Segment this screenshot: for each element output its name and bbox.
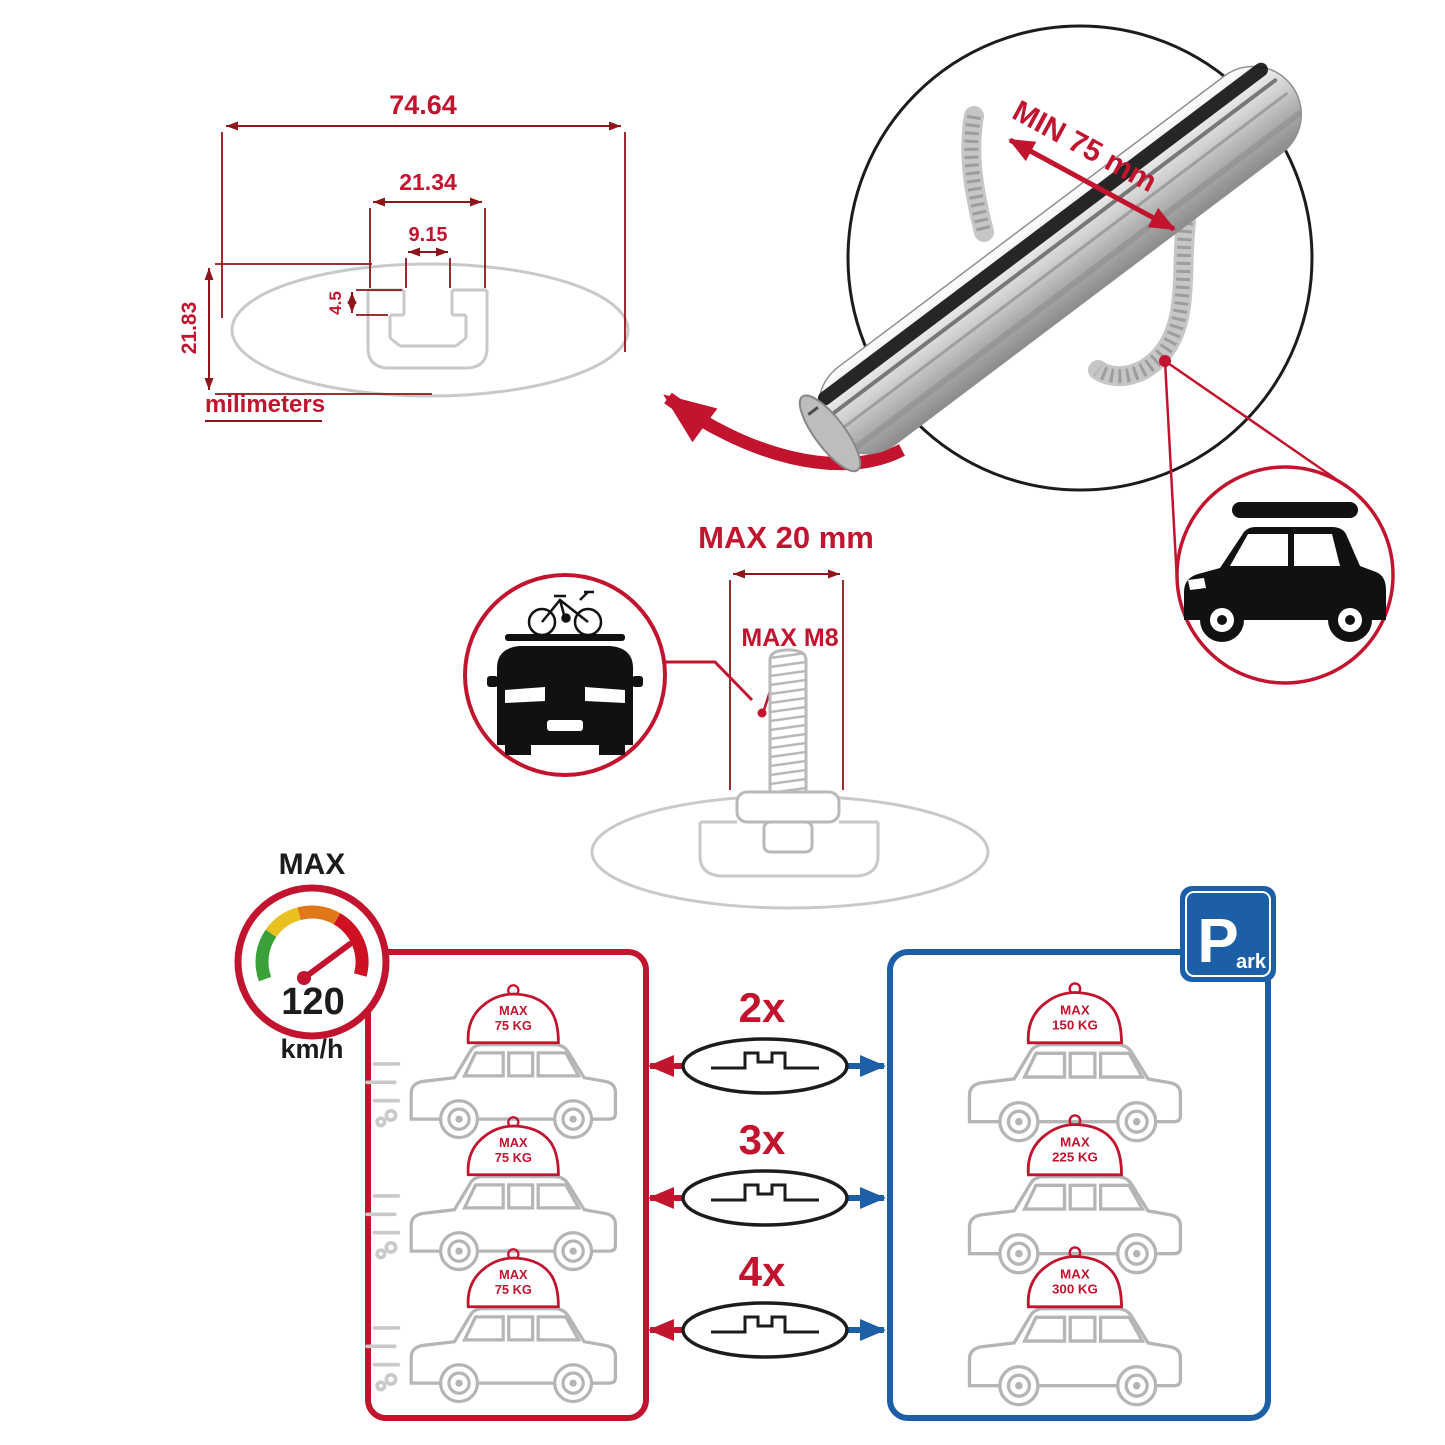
quantity-column: 2x 3x 4x [648,984,886,1359]
count-label: 3x [739,1116,786,1163]
max-thread-label: MAX M8 [741,624,838,652]
quantity-row: 3x [648,1116,886,1227]
car-with-cargo: MAX 75 KG [365,1247,618,1404]
crossbar-section-icon [681,1301,849,1359]
cargo-load-label: 225 KG [1052,1150,1098,1165]
crossbar-section-icon [681,1037,849,1095]
max-width-label: MAX 20 mm [698,520,874,555]
callout-cone-line [1164,359,1347,488]
bar-detail-callout: MIN 75 mm [798,24,1347,582]
speed-max-label: MAX [279,848,346,881]
dim-slot-width-label: 9.15 [409,224,448,246]
leader-dot [757,708,767,718]
threaded-bolt [735,648,841,854]
bolt-detail-diagram: MAX 20 mm MAX M8 [590,520,990,910]
car-front-icon [487,634,643,755]
speedometer: MAX 120 km/h [234,848,390,1064]
cargo-max-label: MAX [1060,1266,1090,1281]
callout-cone-line [1163,360,1179,582]
units-label: milimeters [205,391,325,418]
dim-channel-width-label: 21.34 [399,169,457,195]
gauge-arcs [255,905,369,982]
suv-roofbox-icon [1184,502,1386,642]
crossbar-section-icon [681,1169,849,1227]
dim-slot-depth-label: 4.5 [326,291,345,315]
cargo-load-label: 75 KG [495,1282,532,1297]
car-with-cargo: MAX 75 KG [365,1115,618,1272]
driving-panel: MAX 75 KG MAX 75 KG MAX 75 KG [365,949,649,1421]
count-label: 4x [739,1248,786,1295]
min-clearance-arrow [1008,137,1176,232]
bar-section-ellipse [230,262,630,398]
count-label: 2x [739,984,786,1031]
aluminum-crossbar-photo [798,62,1303,473]
parking-sign-suffix: ark [1236,951,1267,973]
dimension-annotations: 74.64 21.34 9.15 4.5 21.83 milimeters [178,90,626,422]
rubber-strap-right [1088,212,1196,387]
curved-arrow [663,392,905,471]
cargo-load-label: 150 KG [1052,1018,1098,1033]
dim-total-width-label: 74.64 [389,90,457,120]
suv-roofbox-callout [1175,465,1395,685]
car-with-cargo: MAX 300 KG [967,1246,1183,1407]
bar-section-channel-profile [366,288,489,370]
car-with-cargo: MAX 150 KG [967,982,1183,1143]
cross-section-diagram: 74.64 21.34 9.15 4.5 21.83 milimeters [178,90,630,422]
cargo-max-label: MAX [1060,1134,1090,1149]
dim-total-height-label: 21.83 [178,302,201,355]
cargo-load-label: 75 KG [495,1018,532,1033]
cargo-max-label: MAX [499,1135,528,1150]
cargo-max-label: MAX [499,1267,528,1282]
callout-connector [663,660,754,702]
quantity-row: 4x [648,1248,886,1359]
car-with-cargo: MAX 75 KG [365,983,618,1140]
channel-profile [698,820,880,878]
gauge-needle [301,941,353,981]
cargo-load-label: 75 KG [495,1150,532,1165]
parking-sign-letter: P [1197,907,1238,976]
quantity-row: 2x [648,984,886,1095]
speed-value: 120 [281,981,344,1023]
gauge-pivot [297,971,311,985]
rubber-strap-left [961,106,994,242]
cargo-load-label: 300 KG [1052,1282,1098,1297]
cargo-max-label: MAX [1060,1002,1090,1017]
car-bike-callout [463,573,754,777]
cargo-max-label: MAX [499,1003,528,1018]
parking-sign: P ark [1180,886,1276,982]
car-with-cargo: MAX 225 KG [967,1114,1183,1275]
speed-unit: km/h [280,1034,343,1064]
parking-panel: MAX 150 KG MAX 225 KG MAX 300 KG P ark [887,886,1276,1421]
